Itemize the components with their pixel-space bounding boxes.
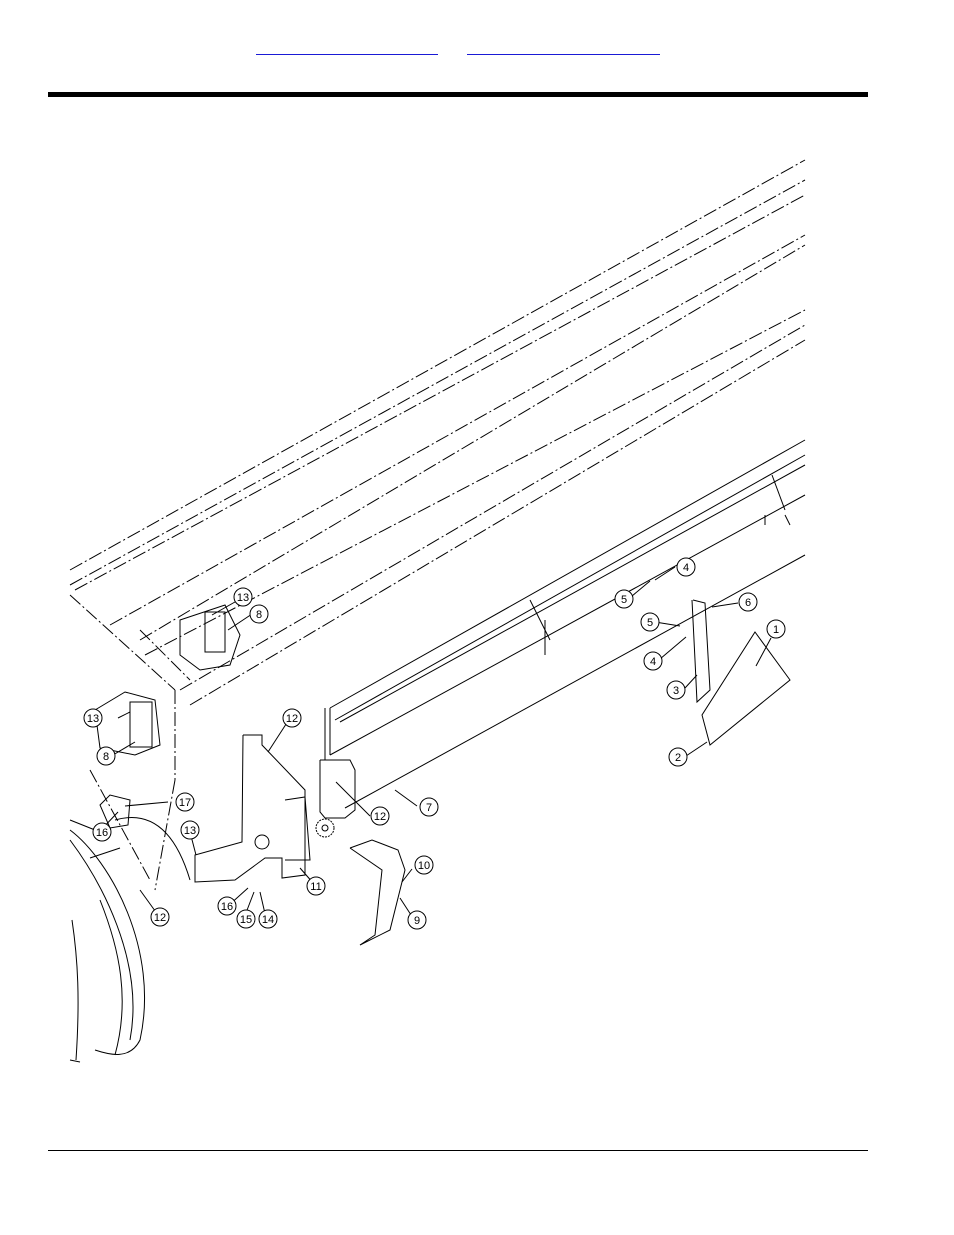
header-link-2[interactable] xyxy=(467,38,660,55)
callout-3: 3 xyxy=(666,680,686,700)
svg-text:14: 14 xyxy=(262,914,274,926)
header-links xyxy=(0,38,954,58)
header-link-1[interactable] xyxy=(256,38,438,55)
callout-1: 1 xyxy=(766,619,786,639)
callout-2: 2 xyxy=(668,747,688,767)
svg-text:8: 8 xyxy=(256,609,262,621)
callout-12a: 12 xyxy=(282,708,302,728)
callout-4b: 4 xyxy=(643,651,663,671)
callout-16b: 16 xyxy=(217,896,237,916)
diagram-linework xyxy=(69,159,806,1063)
svg-text:4: 4 xyxy=(650,656,656,668)
svg-text:5: 5 xyxy=(621,594,627,606)
svg-text:10: 10 xyxy=(418,860,430,872)
svg-text:13: 13 xyxy=(87,713,99,725)
svg-text:3: 3 xyxy=(673,685,679,697)
svg-text:15: 15 xyxy=(240,914,252,926)
callout-12b: 12 xyxy=(370,806,390,826)
callout-17: 17 xyxy=(175,792,195,812)
svg-text:6: 6 xyxy=(745,597,751,609)
callout-13b: 13 xyxy=(83,708,103,728)
svg-text:7: 7 xyxy=(426,802,432,814)
callout-6: 6 xyxy=(738,592,758,612)
callout-8a: 8 xyxy=(249,604,269,624)
svg-text:11: 11 xyxy=(310,881,321,893)
callout-4a: 4 xyxy=(676,557,696,577)
callout-16a: 16 xyxy=(92,822,112,842)
svg-text:12: 12 xyxy=(374,811,386,823)
svg-text:4: 4 xyxy=(683,562,689,574)
callout-11: 11 xyxy=(306,876,326,896)
svg-text:9: 9 xyxy=(414,915,420,927)
callout-14: 14 xyxy=(258,909,278,929)
svg-text:13: 13 xyxy=(237,592,249,604)
svg-text:12: 12 xyxy=(286,713,298,725)
callout-15: 15 xyxy=(236,909,256,929)
callout-12c: 12 xyxy=(150,907,170,927)
svg-text:16: 16 xyxy=(96,827,108,839)
svg-text:8: 8 xyxy=(103,751,109,763)
svg-text:5: 5 xyxy=(647,617,653,629)
callout-9: 9 xyxy=(407,910,427,930)
callout-10: 10 xyxy=(414,855,434,875)
svg-text:16: 16 xyxy=(221,901,233,913)
header-rule xyxy=(48,92,868,97)
callout-7: 7 xyxy=(419,797,439,817)
footer-rule xyxy=(48,1150,868,1151)
svg-text:13: 13 xyxy=(184,825,196,837)
callout-5a: 5 xyxy=(614,589,634,609)
callout-8b: 8 xyxy=(96,746,116,766)
svg-text:12: 12 xyxy=(154,912,166,924)
callout-5b: 5 xyxy=(640,612,660,632)
callout-13a: 13 xyxy=(233,587,253,607)
callout-13c: 13 xyxy=(180,820,200,840)
svg-text:17: 17 xyxy=(179,797,191,809)
svg-text:2: 2 xyxy=(675,752,681,764)
svg-text:1: 1 xyxy=(773,624,779,636)
phantom-bed xyxy=(69,159,806,891)
